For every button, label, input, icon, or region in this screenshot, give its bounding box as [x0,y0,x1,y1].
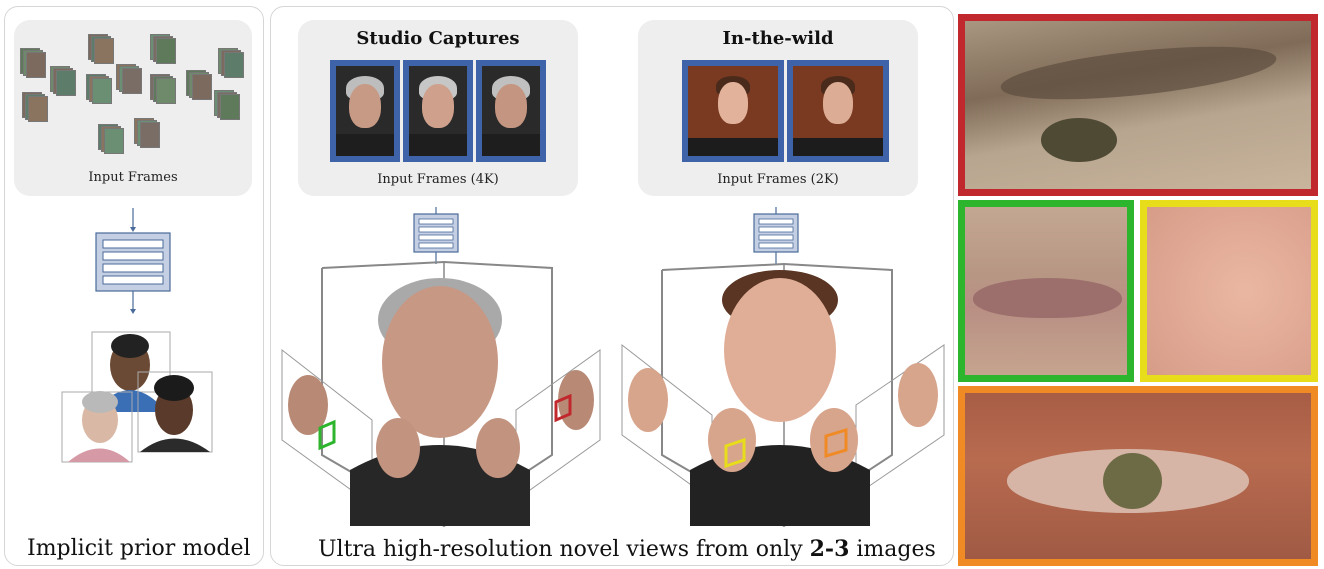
wild-novel-view-cube [622,264,944,526]
eyebrow-closeup [958,14,1318,196]
novel-views-label-prefix: Ultra high-resolution novel views from o… [318,537,810,562]
eye-closeup [958,386,1318,566]
novel-views-label: Ultra high-resolution novel views from o… [318,536,936,562]
novel-views-label-suffix: images [849,537,935,562]
studio-novel-view-cube [282,262,600,526]
novel-views-label-count: 2-3 [810,536,850,562]
lips-closeup [958,200,1134,382]
cheek-closeup [1140,200,1318,382]
